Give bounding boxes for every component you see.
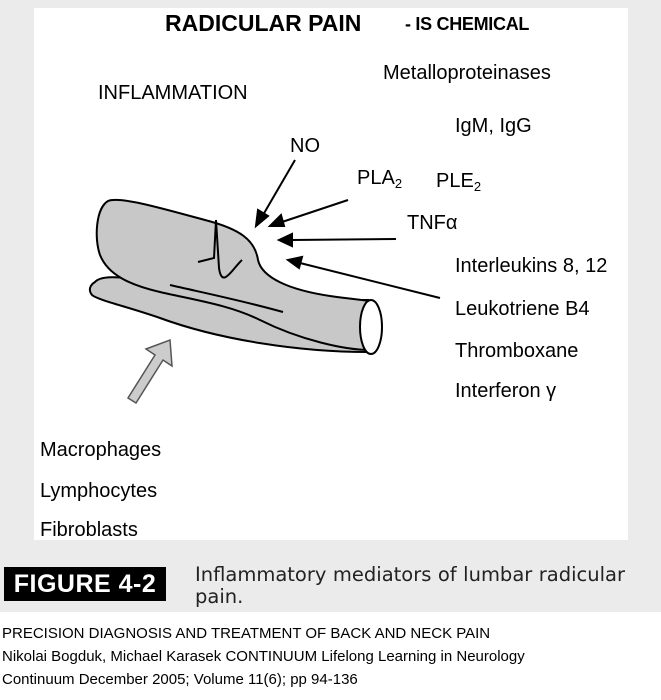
diagram-title: RADICULAR PAIN [165, 10, 362, 36]
mediator-thromboxane: Thromboxane [455, 340, 579, 362]
figure-caption: Inflammatory mediators of lumbar radicul… [195, 563, 625, 608]
mediator-interferon: Interferon γ [455, 380, 557, 402]
mediator-metalloproteinases: Metalloproteinases [383, 62, 551, 84]
mediator-pla2: PLA2 [357, 167, 402, 190]
mediator-leukotriene: Leukotriene B4 [455, 298, 590, 320]
source-citation: Continuum December 2005; Volume 11(6); p… [2, 671, 358, 688]
cell-fibroblasts: Fibroblasts [40, 519, 138, 541]
mediator-ple2: PLE2 [436, 170, 481, 193]
cell-lymphocytes: Lymphocytes [40, 480, 158, 502]
mediator-ple2-base: PLE [436, 170, 474, 192]
mediator-no: NO [290, 135, 320, 157]
mediator-ple2-subscript: 2 [473, 179, 482, 194]
mediator-arrows [254, 159, 441, 299]
mediator-pla2-subscript: 2 [394, 176, 403, 191]
mediator-pla2-base: PLA [357, 167, 395, 189]
action-potential-signal-icon [197, 219, 243, 279]
nerve-root-illustration [88, 159, 441, 405]
mediator-igm-igg: IgM, IgG [455, 115, 532, 137]
mediator-interleukins: Interleukins 8, 12 [455, 255, 608, 277]
cell-migration-arrow-icon [126, 338, 173, 405]
mediator-tnf-alpha: TNFα [407, 212, 458, 234]
figure-label-badge: FIGURE 4-2 [4, 567, 166, 601]
source-authors: Nikolai Bogduk, Michael Karasek CONTINUU… [2, 648, 525, 665]
cell-macrophages: Macrophages [40, 439, 162, 461]
nerve-root-cut-end [359, 299, 383, 355]
source-book-title: PRECISION DIAGNOSIS AND TREATMENT OF BAC… [2, 625, 491, 642]
nerve-root-divider [169, 284, 284, 313]
inflammation-label: INFLAMMATION [98, 82, 248, 104]
diagram-title-suffix: - IS CHEMICAL [405, 14, 530, 34]
